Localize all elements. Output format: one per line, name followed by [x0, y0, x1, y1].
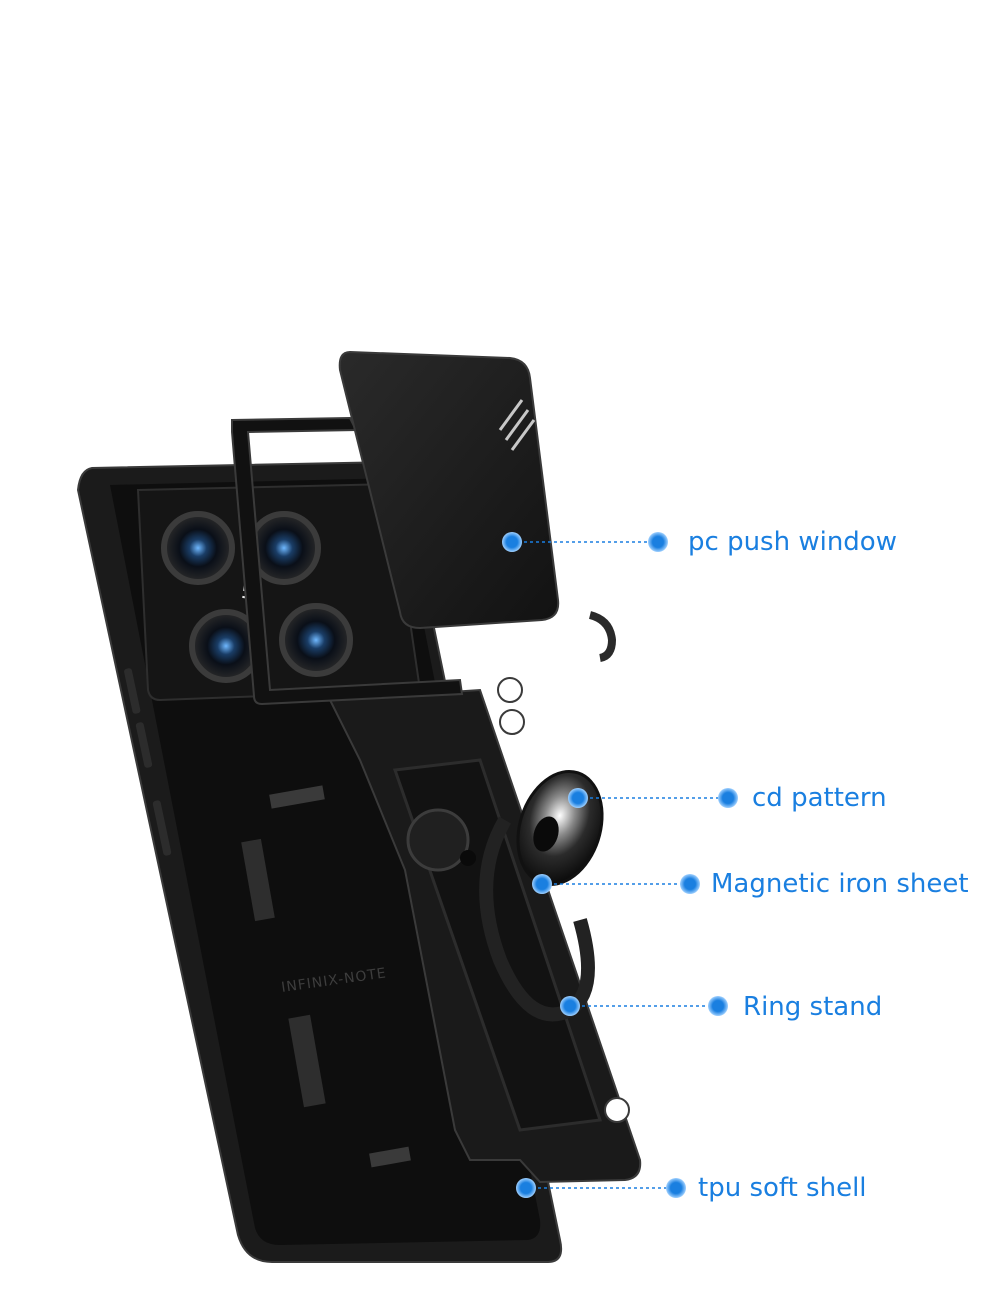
label-cd-pattern: cd pattern — [752, 783, 887, 813]
callout-magnetic-iron-sheet — [532, 874, 700, 894]
pc-push-window — [338, 350, 617, 662]
label-tpu-soft-shell: tpu soft shell — [698, 1173, 867, 1203]
label-pc-push-window: pc push window — [688, 527, 897, 557]
camera-lens-4 — [279, 603, 353, 677]
label-magnetic-iron-sheet: Magnetic iron sheet — [711, 869, 969, 899]
camera-lens-1 — [161, 511, 235, 585]
label-ring-stand: Ring stand — [743, 992, 883, 1022]
slide-frame — [231, 416, 464, 706]
callout-pc-push-window — [502, 532, 668, 552]
callout-tpu-soft-shell — [516, 1178, 686, 1198]
callout-ring-stand — [560, 996, 728, 1016]
callout-cd-pattern — [568, 788, 738, 808]
